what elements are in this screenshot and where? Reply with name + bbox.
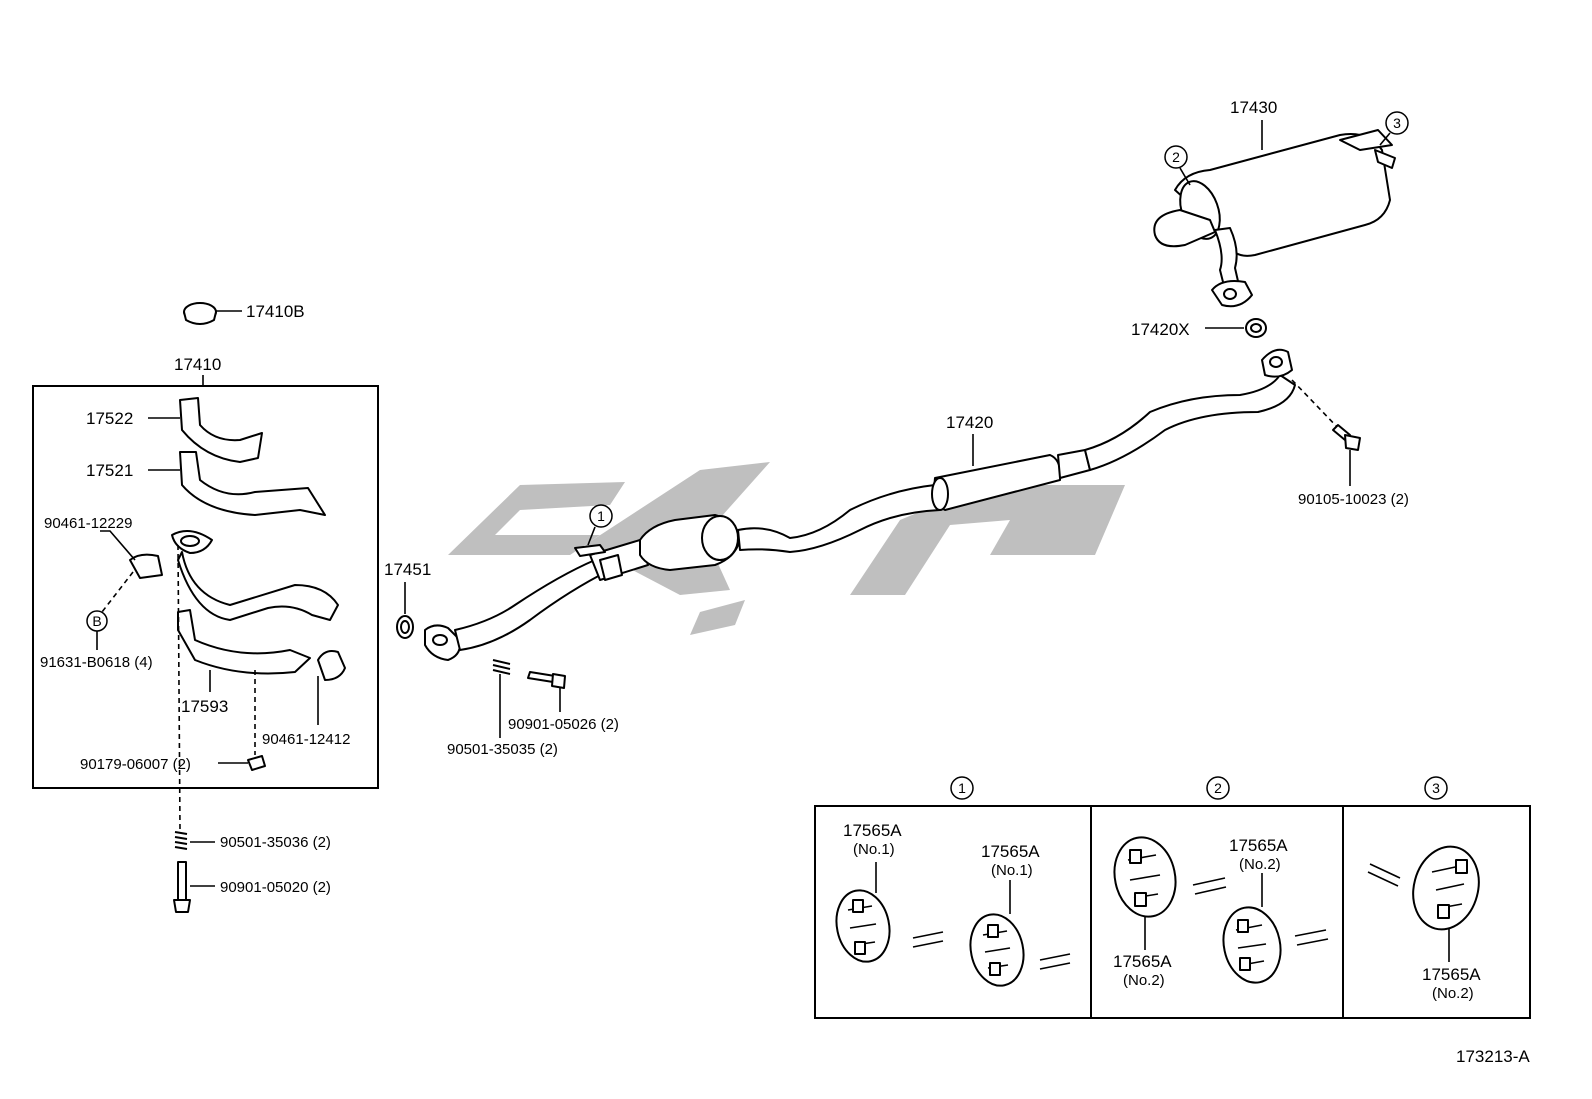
panel2-b-sub: (No.2) — [1239, 856, 1281, 873]
clamp-90461-12229 — [100, 530, 163, 613]
label-17521: 17521 — [86, 461, 133, 480]
panel-header-1-label: 1 — [958, 780, 966, 796]
b-marker: B — [86, 610, 108, 650]
bolt-90901-05020 — [173, 861, 215, 913]
clamp-90461-12412 — [317, 650, 346, 725]
panel1-b-sub: (No.1) — [991, 862, 1033, 879]
muffler-17430 — [1153, 120, 1396, 308]
panel-header-3: 3 — [1424, 776, 1448, 800]
callout-2-main: 2 — [1164, 145, 1191, 186]
callout-1-label: 1 — [597, 508, 605, 524]
b-marker-label: B — [92, 613, 101, 629]
callout-3-main: 3 — [1379, 111, 1409, 146]
panel1-a-sub: (No.1) — [853, 841, 895, 858]
label-90179: 90179-06007 (2) — [80, 756, 191, 773]
panel1-b-num: 17565A — [981, 842, 1040, 861]
label-90901-05020: 90901-05020 (2) — [220, 879, 331, 896]
label-17410: 17410 — [174, 355, 221, 374]
heat-shield-17521 — [148, 451, 326, 516]
label-17420: 17420 — [946, 413, 993, 432]
callout-3-label: 3 — [1393, 115, 1401, 131]
detail-panels — [814, 805, 1531, 1019]
label-17420x: 17420X — [1131, 320, 1190, 339]
label-90461-12412: 90461-12412 — [262, 731, 350, 748]
spring-90501-35036 — [174, 831, 215, 850]
gasket-17410b — [183, 302, 242, 325]
label-90461-12229: 90461-12229 — [44, 515, 132, 532]
panel2-b-num: 17565A — [1229, 836, 1288, 855]
panel2-a-num: 17565A — [1113, 952, 1172, 971]
panel-header-1: 1 — [950, 776, 974, 800]
bolt-90105-10023 — [1291, 379, 1361, 486]
spring-90501-35035 — [492, 659, 511, 738]
callout-1-main: 1 — [587, 504, 613, 546]
bracket-17593 — [177, 609, 311, 692]
panel-header-2: 2 — [1206, 776, 1230, 800]
gasket-17420x — [1205, 318, 1267, 338]
label-90501-35036: 90501-35036 (2) — [220, 834, 331, 851]
label-90901-05026: 90901-05026 (2) — [508, 716, 619, 733]
panel3-hanger — [1367, 845, 1480, 962]
callout-2-label: 2 — [1172, 149, 1180, 165]
bolt-90901-05026 — [527, 671, 566, 712]
panel2-hanger-b — [1222, 873, 1329, 984]
center-exhaust-pipe-17420 — [424, 348, 1296, 661]
panel2-a-sub: (No.2) — [1123, 972, 1165, 989]
panel1-a-num: 17565A — [843, 821, 902, 840]
label-17410b: 17410B — [246, 302, 305, 321]
panel1-hanger-b — [969, 880, 1071, 987]
panel-header-3-label: 3 — [1432, 780, 1440, 796]
heat-shield-17522 — [148, 397, 263, 463]
label-90501-35035: 90501-35035 (2) — [447, 741, 558, 758]
label-90105-10023: 90105-10023 (2) — [1298, 491, 1409, 508]
nut-90179-06007 — [218, 670, 266, 771]
panel1-hanger-a — [835, 862, 944, 963]
bolt-axis-dashed-line — [177, 544, 181, 831]
panel3-a-sub: (No.2) — [1432, 985, 1474, 1002]
label-17522: 17522 — [86, 409, 133, 428]
label-17593: 17593 — [181, 697, 228, 716]
panel-header-2-label: 2 — [1214, 780, 1222, 796]
panel3-a-num: 17565A — [1422, 965, 1481, 984]
assembly-17410-box — [32, 385, 379, 789]
label-17430: 17430 — [1230, 98, 1277, 117]
gasket-17451 — [396, 582, 414, 639]
front-exhaust-pipe — [171, 530, 339, 621]
label-17451: 17451 — [384, 560, 431, 579]
panel2-hanger-a — [1113, 836, 1227, 950]
label-91631: 91631-B0618 (4) — [40, 654, 153, 671]
diagram-code: 173213-A — [1456, 1047, 1530, 1066]
